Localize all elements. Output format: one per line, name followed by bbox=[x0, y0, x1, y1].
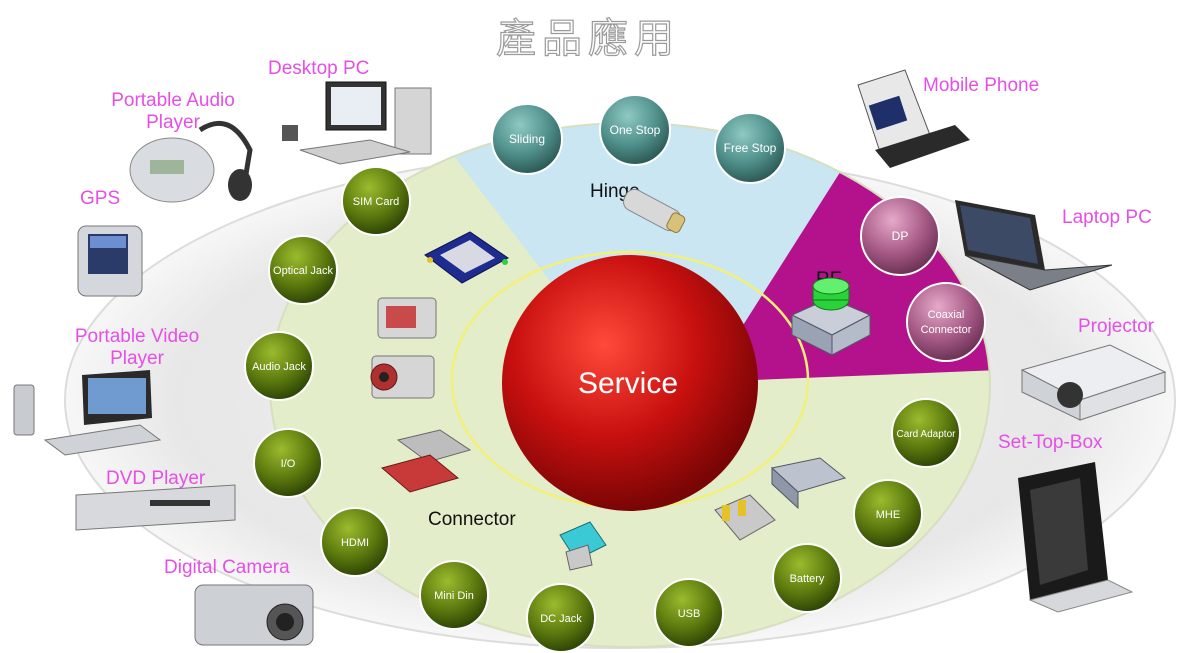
set-top-box-icon bbox=[1018, 462, 1134, 613]
hinge-node-label: One Stop bbox=[610, 123, 661, 137]
mobile-phone-icon bbox=[857, 69, 970, 168]
mhe-connector-part-icon bbox=[770, 457, 847, 510]
connector-node-io[interactable]: I/O bbox=[253, 428, 323, 498]
connector-node-label: Card Adaptor bbox=[897, 429, 957, 440]
page-title: 產品應用 bbox=[496, 16, 680, 62]
projector-icon bbox=[1020, 344, 1167, 421]
connector-node-label: HDMI bbox=[341, 537, 369, 549]
sim-card-part-icon bbox=[424, 231, 509, 284]
connector-node-label: Optical Jack bbox=[273, 265, 333, 277]
connector-node-audio-jack[interactable]: Audio Jack bbox=[244, 331, 314, 401]
connector-node-dc-jack[interactable]: DC Jack bbox=[526, 583, 596, 653]
connector-node-label: USB bbox=[678, 608, 701, 620]
usb-part-icon bbox=[559, 521, 607, 571]
hinge-part-icon bbox=[623, 188, 686, 233]
hinge-node-free-stop[interactable]: Free Stop bbox=[714, 112, 786, 184]
service-ball[interactable] bbox=[502, 255, 758, 511]
device-label-laptop-pc: Laptop PC bbox=[1062, 207, 1152, 228]
audio-jack-part-icon bbox=[370, 355, 435, 399]
hinge-node-label: Sliding bbox=[509, 132, 545, 146]
desktop-pc-icon bbox=[282, 81, 432, 165]
connector-node-label: Mini Din bbox=[434, 590, 474, 602]
portable-video-label: Portable Video Player bbox=[74, 326, 200, 369]
portable-audio-player-icon bbox=[129, 120, 253, 203]
device-label-digital-camera: Digital Camera bbox=[164, 557, 290, 578]
dvd-player-icon bbox=[75, 484, 236, 531]
battery-connector-part-icon bbox=[714, 494, 776, 541]
portable-audio-label: Portable Audio Player bbox=[111, 90, 235, 133]
rf-connector-part-icon bbox=[790, 277, 872, 356]
device-label-set-top-box: Set-Top-Box bbox=[998, 432, 1103, 453]
io-connector-part-icon bbox=[380, 429, 472, 493]
connector-node-sim-card[interactable]: SIM Card bbox=[341, 166, 411, 236]
connector-node-battery[interactable]: Battery bbox=[772, 543, 842, 613]
connector-sector-label: Connector bbox=[428, 509, 516, 530]
connector-node-mini-din[interactable]: Mini Din bbox=[419, 560, 489, 630]
connector-node-label: DC Jack bbox=[540, 613, 582, 625]
connector-node-card-adaptor[interactable]: Card Adaptor bbox=[891, 398, 961, 468]
connector-node-label: Audio Jack bbox=[252, 361, 306, 373]
device-label-dvd-player: DVD Player bbox=[106, 468, 206, 489]
gps-icon bbox=[77, 225, 143, 297]
device-label-mobile-phone: Mobile Phone bbox=[923, 75, 1040, 96]
connector-node-mhe[interactable]: MHE bbox=[853, 479, 923, 549]
connector-node-label: Battery bbox=[790, 573, 825, 585]
connector-node-hdmi[interactable]: HDMI bbox=[320, 507, 390, 577]
rf-node-dp[interactable]: DP bbox=[860, 196, 940, 276]
device-label-desktop-pc: Desktop PC bbox=[268, 58, 370, 79]
hinge-sector bbox=[430, 125, 870, 385]
connector-node-label: MHE bbox=[876, 509, 900, 521]
connector-node-usb[interactable]: USB bbox=[654, 578, 724, 648]
device-label-portable-audio-player: Portable Audio Player bbox=[98, 90, 248, 134]
rf-node-label: Connector bbox=[921, 324, 972, 336]
connector-node-label: I/O bbox=[281, 458, 296, 470]
hinge-node-sliding[interactable]: Sliding bbox=[491, 103, 563, 175]
device-label-projector: Projector bbox=[1078, 316, 1155, 337]
hinge-node-label: Free Stop bbox=[724, 141, 777, 155]
hinge-node-one-stop[interactable]: One Stop bbox=[599, 94, 671, 166]
laptop-pc-icon bbox=[955, 200, 1113, 291]
device-label-gps: GPS bbox=[80, 188, 121, 209]
connector-node-optical-jack[interactable]: Optical Jack bbox=[268, 235, 338, 305]
service-label: Service bbox=[578, 367, 678, 400]
portable-video-player-icon bbox=[13, 370, 162, 456]
device-label-portable-video-player: Portable Video Player bbox=[62, 326, 212, 370]
digital-camera-icon bbox=[194, 584, 314, 646]
rf-node-label: Coaxial bbox=[928, 309, 965, 321]
rf-node-coaxial-connector[interactable]: Coaxial Connector bbox=[906, 282, 986, 362]
rf-node-label: DP bbox=[892, 229, 909, 243]
optical-jack-part-icon bbox=[377, 297, 437, 339]
connector-node-label: SIM Card bbox=[353, 196, 399, 208]
